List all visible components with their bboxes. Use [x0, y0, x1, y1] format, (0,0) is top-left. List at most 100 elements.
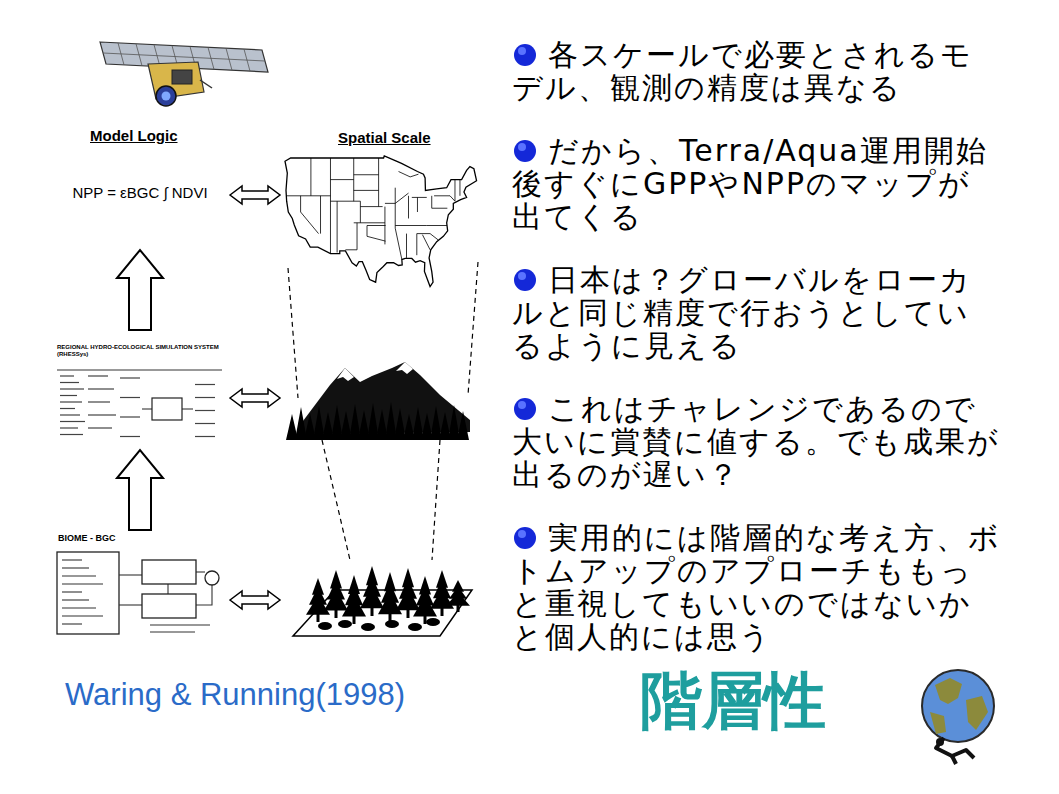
- state-border: [330, 201, 360, 223]
- double-arrow: [230, 591, 280, 609]
- conifer: [360, 566, 384, 616]
- flow-line: [150, 631, 195, 632]
- conifer: [306, 578, 330, 622]
- conifer: [342, 575, 366, 624]
- table-entry: [60, 375, 74, 376]
- trunk: [407, 610, 410, 618]
- trunk: [317, 614, 320, 622]
- trunk: [335, 610, 338, 618]
- state-border: [385, 193, 409, 203]
- flow-line: [142, 409, 152, 410]
- state-border: [434, 196, 455, 201]
- model-level-box: REGIONAL HYDRO-ECOLOGICAL SIMULATION SYS…: [54, 330, 226, 450]
- state-border: [353, 158, 354, 201]
- bullet-mark: [512, 42, 540, 68]
- shrub: [385, 620, 399, 628]
- flow-line: [119, 574, 142, 575]
- table-entry: [60, 388, 84, 389]
- continent: [930, 712, 946, 734]
- flow-line: [62, 615, 103, 616]
- table-rule: [57, 370, 222, 371]
- snow-cap: [337, 368, 354, 381]
- label-holder: Waring & Running(1998): [65, 676, 405, 713]
- state-border: [354, 174, 379, 175]
- bullet-dot: [514, 527, 536, 549]
- shrub: [318, 622, 332, 630]
- bullet-text: これはチャレンジであるので大いに賞賛に値する。でも成果が出るのが遅い？: [512, 392, 1002, 491]
- conifer: [378, 572, 402, 622]
- bullet-highlight: [518, 530, 526, 538]
- state-border: [354, 190, 379, 191]
- conifer: [324, 570, 348, 618]
- state-border: [345, 223, 357, 250]
- state-border: [330, 158, 331, 254]
- trunk: [441, 608, 444, 616]
- atlas-head: [936, 738, 944, 746]
- flow-line: [62, 575, 96, 576]
- table-entry: [88, 414, 116, 415]
- bullet-dot: [514, 398, 536, 420]
- table-entry: [88, 427, 112, 428]
- flow-line: [62, 583, 103, 584]
- flow-line: [62, 607, 96, 608]
- state-border: [406, 234, 407, 258]
- trunk: [424, 616, 427, 624]
- bullet-dot: [514, 269, 536, 291]
- bullet-text: 日本は？グローバルをローカルと同じ精度で行おうとしているように見える: [512, 263, 1002, 362]
- state-border: [395, 188, 402, 260]
- state-border: [399, 172, 419, 177]
- state-border: [378, 158, 379, 207]
- model-level-box: BIOME - BGC: [55, 530, 225, 642]
- state-border: [416, 234, 417, 256]
- state-border: [432, 196, 448, 208]
- flow-line: [167, 584, 168, 594]
- flow-line: [62, 559, 82, 560]
- flow-box: [142, 560, 196, 584]
- table-entry: [60, 427, 78, 428]
- table-entry: [120, 416, 140, 417]
- camera-lens: [162, 92, 171, 101]
- scale-leader-line: [468, 262, 478, 395]
- bullet-mark: [512, 267, 540, 293]
- table-entry: [120, 397, 140, 398]
- table-entry: [88, 375, 108, 376]
- bullet-text: 実用的には階層的な考え方、ボトムアップのアプローチももっと重視してもいいのではな…: [512, 521, 1002, 653]
- conifer: [430, 570, 454, 616]
- bullet-item: 各スケールで必要とされるモデル、観測の精度は異なる: [512, 38, 1002, 104]
- conifer: [446, 580, 470, 612]
- table-entry: [60, 395, 77, 396]
- bullet-highlight: [518, 401, 526, 409]
- flow-line: [196, 585, 212, 605]
- flow-line: [150, 624, 210, 625]
- table-entry: [60, 421, 85, 422]
- table-entry: [195, 423, 215, 424]
- column-heading: Model Logic: [90, 127, 178, 145]
- bullet-mark: [512, 396, 540, 422]
- state-border: [384, 207, 385, 245]
- state-border: [337, 201, 338, 252]
- table-entry: [120, 377, 140, 378]
- rhessys-diagram: [57, 370, 222, 437]
- bullet-highlight: [518, 143, 526, 151]
- satellite-icon: [100, 42, 268, 106]
- bullet-item: だから、Terra/Aqua運用開始後すぐにGPPやNPPのマップが出てくる: [512, 134, 1002, 233]
- state-border: [360, 206, 382, 207]
- table-entry: [60, 434, 83, 435]
- state-border: [454, 180, 455, 202]
- node-text: BIOME - BGC: [58, 533, 222, 544]
- flow-node: [205, 571, 219, 585]
- conifer: [413, 576, 437, 624]
- scale-leader-line: [288, 268, 298, 398]
- table-entry: [88, 388, 114, 389]
- node-text: NPP = εBGC ∫ NDVI: [58, 184, 222, 202]
- citation: Waring & Running(1998): [65, 676, 405, 713]
- state-border: [408, 196, 409, 219]
- column-heading: Spatial Scale: [338, 129, 431, 147]
- label-holder: Model Logic: [90, 127, 178, 145]
- bullet-text: だから、Terra/Aqua運用開始後すぐにGPPやNPPのマップが出てくる: [512, 134, 1002, 233]
- state-border: [422, 235, 430, 250]
- flow-box: [142, 594, 196, 618]
- hollow-up-arrow: [117, 250, 163, 330]
- trunk: [353, 616, 356, 624]
- bullet-highlight: [518, 47, 526, 55]
